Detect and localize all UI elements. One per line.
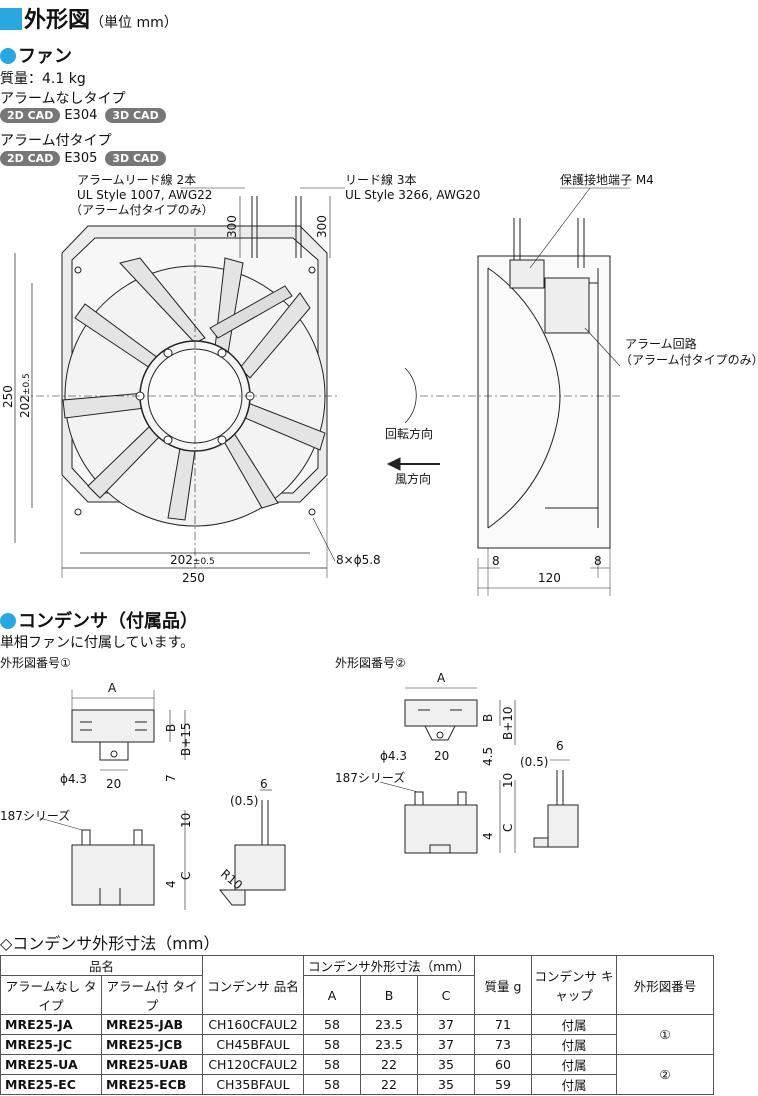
th-cap: コンデンサ キャップ <box>531 955 617 1015</box>
capacitor-heading: コンデンサ（付属品） <box>0 607 198 633</box>
alarm-circuit-label: アラーム回路 <box>625 336 697 351</box>
cad-2d-button[interactable]: 2D CAD <box>0 151 61 166</box>
fig2-series-label: 187シリーズ <box>335 770 405 785</box>
dim-120: 120 <box>538 571 561 585</box>
dim-300-lead: 300 <box>315 215 329 238</box>
cad-2d-button[interactable]: 2D CAD <box>0 108 61 123</box>
no-alarm-label: アラームなしタイプ <box>0 91 126 107</box>
fig1-dim-C: C <box>179 872 193 880</box>
fig1-dim-B: B <box>164 724 178 732</box>
holes-label: 8×ϕ5.8 <box>336 553 381 567</box>
bullet-icon <box>0 48 16 64</box>
th-C: C <box>417 975 475 1015</box>
fig2-dim-B: B <box>481 714 495 722</box>
capacitor-spec-table: 品名 コンデンサ 品名 コンデンサ外形寸法（mm） 質量 g コンデンサ キャッ… <box>0 955 714 1095</box>
bullet-icon <box>0 613 16 629</box>
fig1-dim-B15: B+15 <box>179 722 193 756</box>
fig2-dim-45: 4.5 <box>481 747 495 766</box>
lead-style: UL Style 3266, AWG20 <box>345 188 480 202</box>
th-cap-name: コンデンサ 品名 <box>202 955 304 1015</box>
dim-8-right: 8 <box>594 554 602 568</box>
table-title: ◇コンデンサ外形寸法（mm） <box>0 934 220 953</box>
fig2-dim-phi: ϕ4.3 <box>380 749 407 763</box>
title-unit: （単位 mm） <box>90 15 178 31</box>
fig-number-2: ② <box>616 1054 714 1095</box>
fig-number-1: ① <box>616 1014 714 1055</box>
cad-3d-button[interactable]: 3D CAD <box>105 108 166 123</box>
fig1-dim-7: 7 <box>164 774 178 782</box>
fig2-dim-4: 4 <box>481 832 495 840</box>
fig1-dim-20: 20 <box>106 777 121 791</box>
th-name: 品名 <box>0 955 203 976</box>
rotation-label: 回転方向 <box>385 426 433 441</box>
fig1-dim-phi: ϕ4.3 <box>60 772 87 786</box>
lead-label: リード線 3本 <box>345 172 416 187</box>
dim-300-alarm: 300 <box>225 215 239 238</box>
table-row: MRE25-EC MRE25-ECB CH35BFAUL 58 22 35 59… <box>0 1074 714 1095</box>
th-B: B <box>360 975 418 1015</box>
table-row: MRE25-JC MRE25-JCB CH45BFAUL 58 23.5 37 … <box>0 1034 714 1055</box>
fig1-series-label: 187シリーズ <box>0 808 70 823</box>
fan-drawing: アラームリード線 2本 UL Style 1007, AWG22 （アラーム付タ… <box>1 172 758 596</box>
th-mass: 質量 g <box>474 955 532 1015</box>
th-fig: 外形図番号 <box>616 955 714 1015</box>
th-dims: コンデンサ外形寸法（mm） <box>303 955 475 976</box>
fig2-dim-C: C <box>501 824 515 832</box>
fig2-label: 外形図番号② <box>335 656 406 670</box>
fan-blades <box>62 257 326 521</box>
fig2-dim-A: A <box>437 671 446 685</box>
alarm-circuit-note: （アラーム付タイプのみ） <box>620 353 758 367</box>
fig1-dim-05: (0.5) <box>230 794 258 808</box>
fig2-dim-6: 6 <box>556 739 564 753</box>
dim-250-bottom: 250 <box>182 571 205 585</box>
fig1-label: 外形図番号① <box>0 656 71 670</box>
fig2-dim-10: 10 <box>501 773 515 788</box>
table-row: MRE25-JA MRE25-JAB CH160CFAUL2 58 23.5 3… <box>0 1014 714 1055</box>
dim-202-bottom: 202±0.5 <box>170 553 215 567</box>
fig1-dim-6: 6 <box>260 777 268 791</box>
ground-terminal-label: 保護接地端子 M4 <box>560 172 654 187</box>
capacitor-drawings: A B B+15 ϕ4.3 20 7 187シリーズ 10 4 C 6 (0.5… <box>0 671 579 910</box>
capacitor-note: 単相ファンに付属しています。 <box>0 635 195 651</box>
page-title: 外形図（単位 mm） <box>0 2 178 34</box>
table-row: MRE25-UA MRE25-UAB CH120CFAUL2 58 22 35 … <box>0 1054 714 1095</box>
alarm-lead-label: アラームリード線 2本 <box>77 172 196 187</box>
th-no-alarm: アラームなし タイプ <box>0 975 102 1015</box>
fan-heading: ファン <box>0 42 72 68</box>
alarm-circuit-box <box>544 277 590 334</box>
alarm-label: アラーム付タイプ <box>0 133 112 149</box>
fan-side-view <box>477 255 611 549</box>
dim-202-left: 202±0.5 <box>18 373 32 418</box>
alarm-lead-style: UL Style 1007, AWG22 <box>77 188 212 202</box>
airflow-label: 風方向 <box>395 471 431 486</box>
fig1-dim-4: 4 <box>164 880 178 888</box>
dim-250-left: 250 <box>1 385 15 408</box>
fig1-dim-10: 10 <box>179 813 193 828</box>
rotation-arrow-icon <box>404 367 417 424</box>
fig2-dim-20: 20 <box>434 749 449 763</box>
dim-8-left: 8 <box>492 554 500 568</box>
fig2-dim-B10: B+10 <box>501 706 515 740</box>
fig1-dim-A: A <box>108 681 117 695</box>
fig2-dim-05: (0.5) <box>520 755 548 769</box>
cad-3d-button[interactable]: 3D CAD <box>105 151 166 166</box>
th-A: A <box>303 975 361 1015</box>
th-alarm: アラーム付 タイプ <box>101 975 203 1015</box>
title-square-icon <box>0 8 22 30</box>
alarm-lead-note: （アラーム付タイプのみ） <box>70 203 214 217</box>
fan-mass: 質量：4.1 kg <box>0 71 86 87</box>
